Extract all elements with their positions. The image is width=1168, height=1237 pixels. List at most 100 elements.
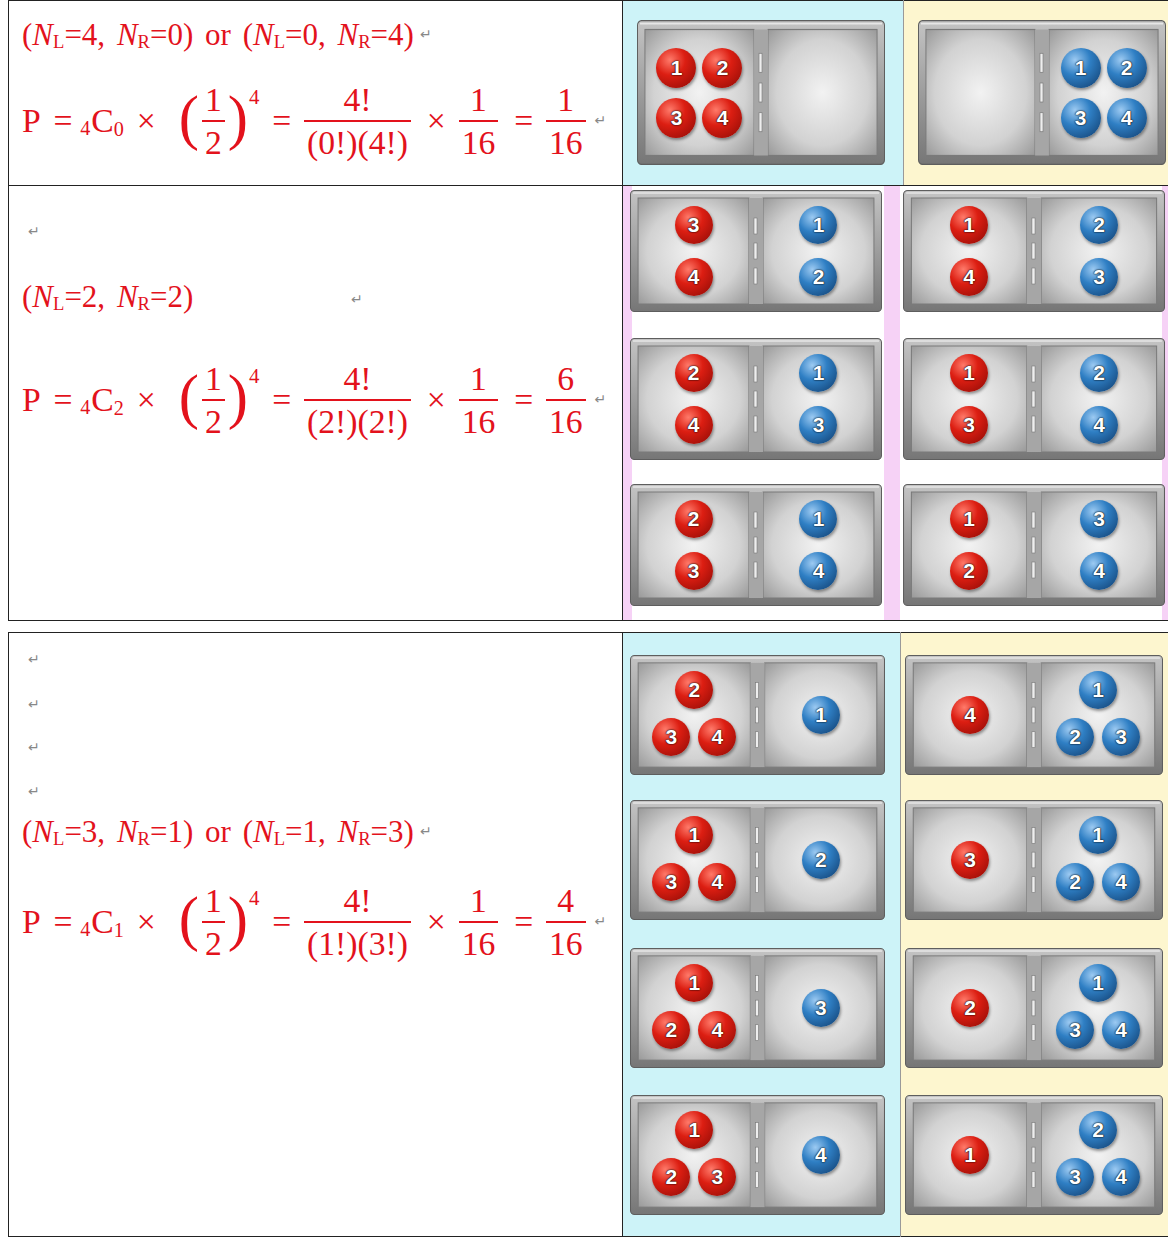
ball: 2 xyxy=(1056,718,1094,756)
denominator: 2 xyxy=(202,923,225,962)
ball-number: 3 xyxy=(688,213,700,237)
ball: 1 xyxy=(1079,964,1117,1002)
ball-number: 1 xyxy=(964,1143,976,1167)
fraction-bar xyxy=(459,399,499,401)
subscript: R xyxy=(358,829,370,849)
ball: 1 xyxy=(951,1136,989,1174)
fraction-bar xyxy=(202,120,225,122)
ball-number: 3 xyxy=(1115,725,1127,749)
ball-number: 4 xyxy=(1115,1018,1127,1042)
formula-text: =1) xyxy=(150,815,193,849)
ball-number: 1 xyxy=(1092,971,1104,995)
return-mark: ↵ xyxy=(28,697,40,712)
formula-text: × xyxy=(427,903,446,940)
denominator: 2 xyxy=(202,401,225,440)
numerator: 4! xyxy=(341,360,375,399)
formula-text: =3) xyxy=(371,815,414,849)
fraction: 4!(1!)(3!) xyxy=(304,882,411,962)
ball-number: 3 xyxy=(1093,507,1105,531)
ball-number: 1 xyxy=(1092,678,1104,702)
ball-number: 3 xyxy=(665,870,677,894)
ball-number: 2 xyxy=(1092,1118,1104,1142)
formula-line: P=4C2×(12)4=4!(2!)(2!)×116=616↵ xyxy=(22,360,606,440)
ball-number: 3 xyxy=(1069,1165,1081,1189)
ball-number: 4 xyxy=(711,725,723,749)
return-mark: ↵ xyxy=(351,292,363,307)
ball-number: 2 xyxy=(1093,361,1105,385)
ball-number: 3 xyxy=(813,413,825,437)
return-mark: ↵ xyxy=(420,824,432,839)
pre-subscript: 4 xyxy=(80,918,90,940)
formula-text: ( xyxy=(22,815,32,849)
ball: 4 xyxy=(951,696,989,734)
ball: 2 xyxy=(1080,206,1118,244)
ball: 2 xyxy=(799,258,837,296)
ball: 1 xyxy=(675,1111,713,1149)
formula-text: = xyxy=(514,102,533,139)
two-chamber-box xyxy=(631,485,882,606)
formula-text: × xyxy=(137,903,156,940)
ball: 1 xyxy=(799,500,837,538)
two-chamber-box xyxy=(918,21,1165,165)
two-chamber-box xyxy=(906,948,1163,1067)
ball: 1 xyxy=(802,696,840,734)
ball-number: 1 xyxy=(671,56,683,80)
cell-strip xyxy=(884,185,900,620)
formula-text: =0, xyxy=(285,18,326,52)
numerator: 4 xyxy=(554,882,577,921)
ball-number: 2 xyxy=(964,996,976,1020)
ball: 2 xyxy=(675,671,713,709)
ball: 3 xyxy=(675,206,713,244)
formula-text: =4, xyxy=(64,18,105,52)
formula-text: = xyxy=(272,102,291,139)
two-chamber-box xyxy=(904,485,1165,606)
ball-number: 4 xyxy=(964,703,976,727)
ball: 1 xyxy=(1079,671,1117,709)
formula-text: =2, xyxy=(64,280,105,314)
ball-number: 2 xyxy=(665,1018,677,1042)
exponent: 4 xyxy=(249,365,259,388)
two-chamber-box xyxy=(631,800,885,919)
formula-text: =3, xyxy=(64,815,105,849)
pre-subscript: 4 xyxy=(80,396,90,418)
ball: 3 xyxy=(799,406,837,444)
ball: 1 xyxy=(1079,816,1117,854)
ball: 4 xyxy=(1102,863,1140,901)
two-chamber-box xyxy=(637,21,884,165)
formula-line: P=4C1×(12)4=4!(1!)(3!)×116=416↵ xyxy=(22,882,606,962)
subscript: L xyxy=(53,32,64,52)
ball-number: 1 xyxy=(963,507,975,531)
variable: N xyxy=(253,815,274,849)
subscript: R xyxy=(138,829,150,849)
formula-text: =0) xyxy=(150,18,193,52)
subscript: L xyxy=(53,829,64,849)
variable: N xyxy=(117,815,138,849)
ball: 3 xyxy=(951,841,989,879)
ball: 1 xyxy=(1061,48,1101,88)
ball-number: 4 xyxy=(815,1143,827,1167)
ball: 2 xyxy=(675,500,713,538)
ball-number: 4 xyxy=(813,559,825,583)
denominator: 16 xyxy=(459,122,499,161)
formula-text: ( xyxy=(22,280,32,314)
return-mark: ↵ xyxy=(28,784,40,799)
ball: 1 xyxy=(675,964,713,1002)
numerator: 4! xyxy=(341,882,375,921)
ball: 1 xyxy=(799,354,837,392)
ball-number: 4 xyxy=(711,870,723,894)
return-mark: ↵ xyxy=(595,914,607,929)
subscript: 1 xyxy=(114,919,124,941)
ball: 2 xyxy=(1056,863,1094,901)
exponent: 4 xyxy=(249,887,259,910)
ball: 2 xyxy=(951,989,989,1027)
ball-number: 1 xyxy=(963,361,975,385)
ball-number: 1 xyxy=(963,213,975,237)
ball: 2 xyxy=(1079,1111,1117,1149)
fraction: 4!(2!)(2!) xyxy=(304,360,411,440)
formula-line: ↵ xyxy=(22,740,40,755)
subscript: R xyxy=(358,32,370,52)
return-mark: ↵ xyxy=(595,113,607,128)
ball: 2 xyxy=(702,48,742,88)
ball: 3 xyxy=(1080,500,1118,538)
